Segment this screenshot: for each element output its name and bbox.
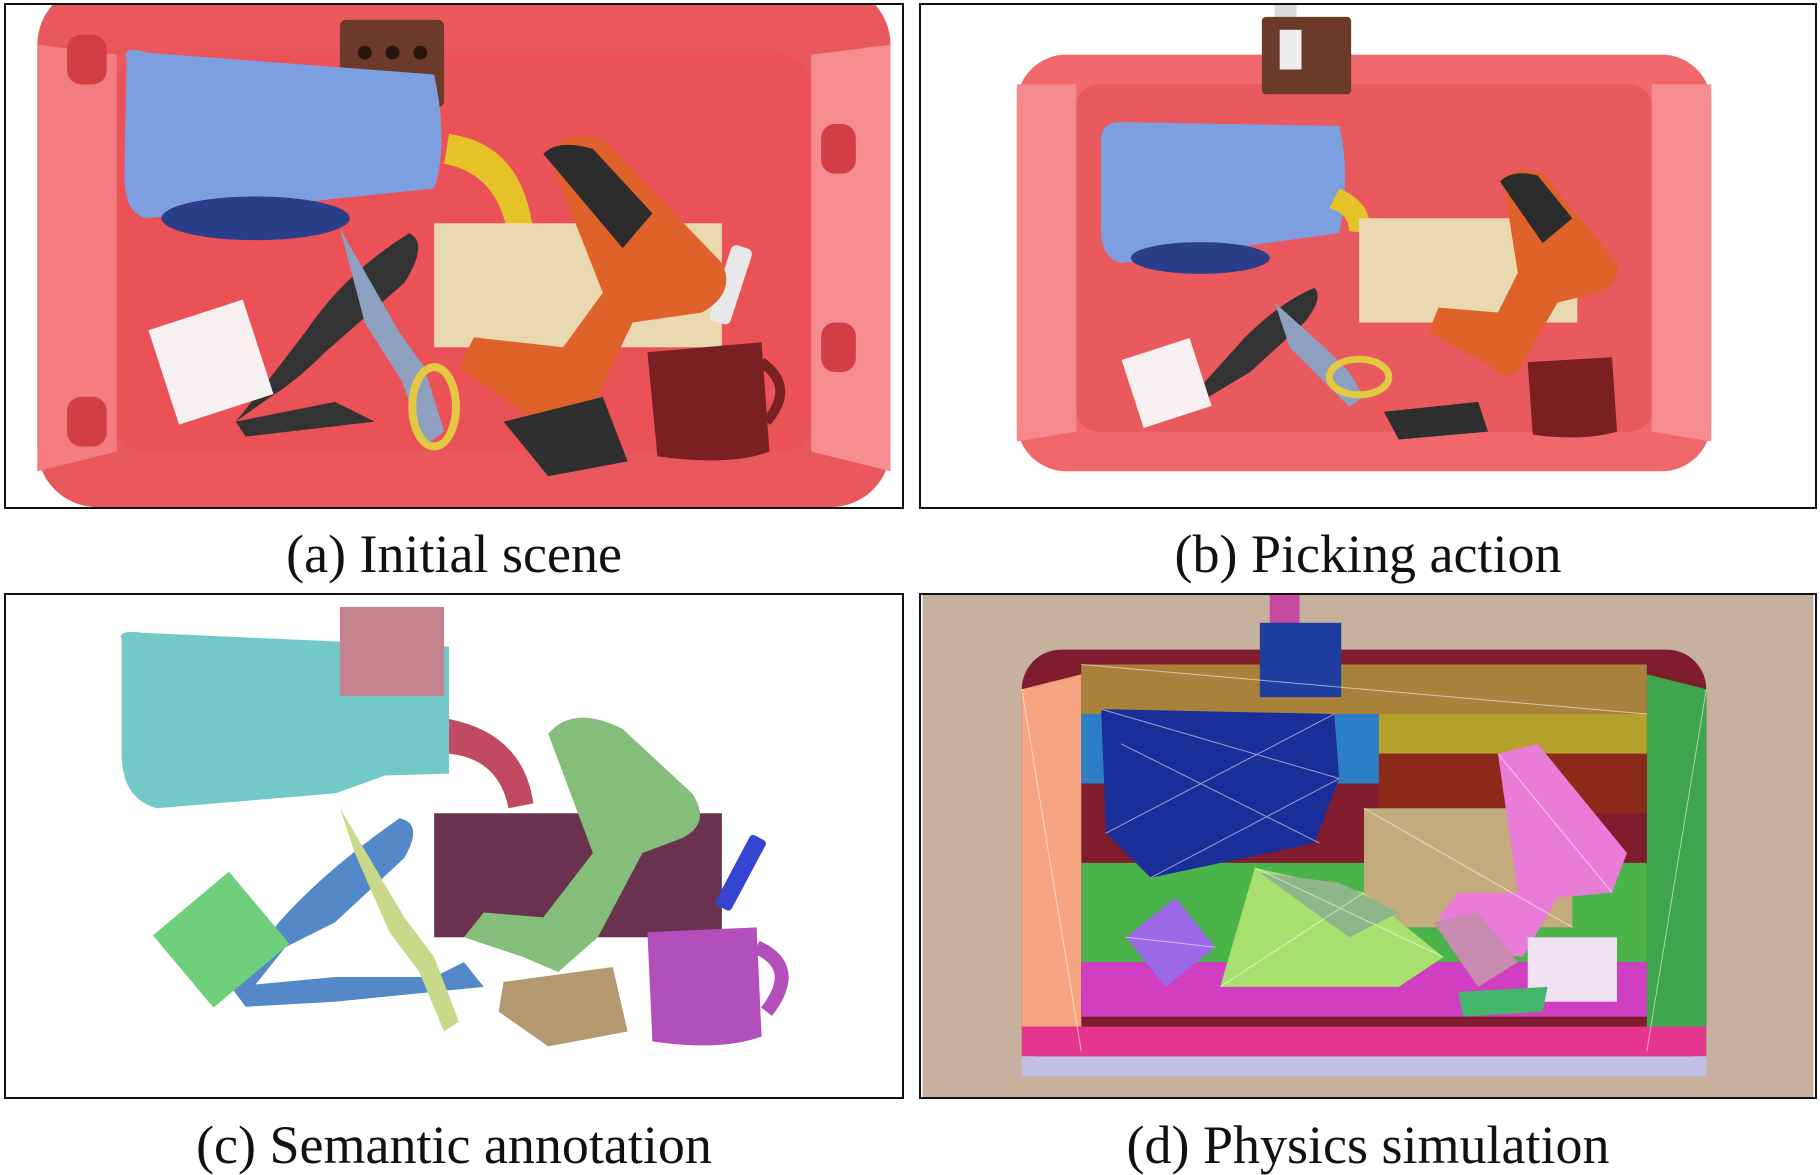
small-clamp	[1383, 401, 1489, 440]
mask-drill	[463, 717, 701, 972]
initial-scene-image	[7, 5, 901, 507]
panel-semantic-annotation	[4, 593, 904, 1099]
caption-d: (d) Physics simulation	[1126, 1115, 1610, 1175]
small-clamp	[503, 396, 628, 477]
brick	[1261, 16, 1352, 95]
banana	[444, 133, 534, 239]
mask-food-box	[152, 871, 290, 1008]
mask-mug	[647, 927, 762, 1046]
brick-mesh	[1259, 622, 1342, 698]
clamp-mesh	[1259, 872, 1399, 938]
panel-initial-scene	[4, 3, 904, 509]
small-clamp-mesh	[1433, 912, 1518, 987]
drill	[1428, 169, 1618, 377]
panel-picking-action	[919, 3, 1817, 509]
bin-wall-right	[811, 44, 891, 472]
mask-brick	[339, 606, 445, 697]
semantic-annotation-image	[7, 595, 901, 1097]
drill-mesh	[1438, 743, 1627, 958]
panel-physics-simulation	[919, 593, 1817, 1099]
mesh-wireframe	[1021, 663, 1707, 1052]
pitcher	[1100, 122, 1346, 263]
pitcher	[124, 49, 442, 219]
physics-simulation-image	[922, 595, 1814, 1097]
scissors	[1274, 302, 1365, 407]
caption-b: (b) Picking action	[1174, 524, 1562, 584]
bin-wall-left	[37, 44, 117, 472]
scissors	[339, 228, 445, 447]
food-box	[148, 299, 274, 425]
drill	[458, 136, 727, 437]
mask-banana	[449, 719, 534, 809]
clamp	[235, 233, 419, 422]
caption-c: (c) Semantic annotation	[196, 1115, 712, 1175]
mask-small-clamp	[498, 967, 628, 1047]
marker	[709, 245, 752, 325]
scissors-mesh	[1220, 867, 1444, 987]
picking-action-image	[922, 5, 1814, 507]
mask-marker	[715, 834, 766, 911]
food-box	[1121, 337, 1212, 428]
mask-scissors	[339, 808, 459, 1032]
mug	[1527, 357, 1618, 438]
caption-a: (a) Initial scene	[286, 524, 622, 584]
mug	[647, 342, 770, 461]
